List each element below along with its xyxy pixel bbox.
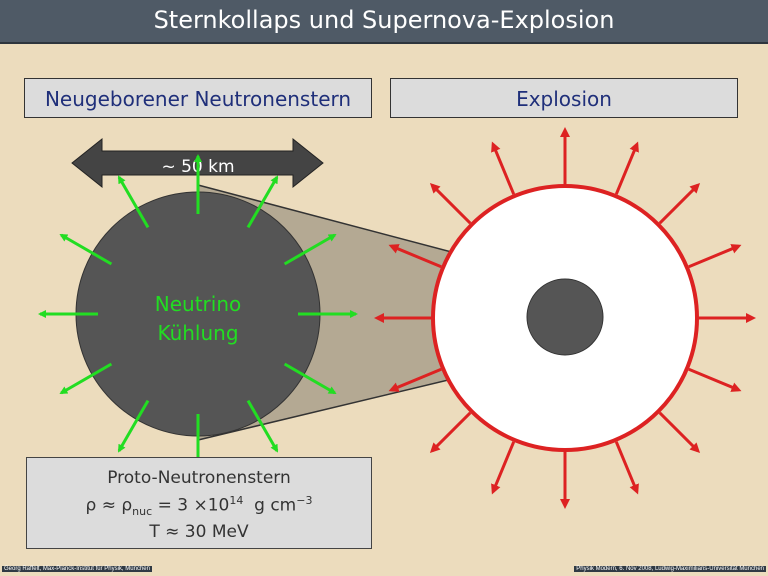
explosion-label: Explosion [390, 78, 738, 118]
footer-left: Georg Raffelt, Max-Planck-Institut für P… [2, 566, 152, 572]
density-line: ρ ≈ ρnuc = 3 ×1014 g cm−3 [27, 494, 371, 518]
info-box: Proto-Neutronenstern ρ ≈ ρnuc = 3 ×1014 … [26, 457, 372, 549]
newborn-neutron-star-label: Neugeborener Neutronenstern [24, 78, 372, 118]
title-bar [0, 0, 768, 44]
explosion-arrow-1 [614, 141, 639, 195]
neutrino-arrow-4 [283, 362, 337, 395]
info-title: Proto-Neutronenstern [107, 468, 291, 488]
neutrino-arrow-5 [246, 399, 279, 453]
temperature-line: T ≈ 30 MeV [149, 522, 249, 542]
explosion-arrow-11 [388, 367, 442, 392]
neutrino-arrow-2 [283, 233, 337, 266]
density-exp: 14 [229, 494, 244, 507]
explosion-arrow-7 [614, 441, 639, 495]
explosion-arrow-13 [388, 244, 442, 269]
density-sub: nuc [132, 505, 153, 519]
explosion-arrows [374, 127, 756, 509]
explosion-arrow-15 [491, 141, 516, 195]
neutrino-arrows [38, 154, 358, 474]
density-prefix: ρ ≈ ρ [85, 495, 133, 516]
explosion-arrow-10 [429, 411, 472, 454]
neutrino-arrow-10 [59, 233, 113, 266]
neutrino-arrow-11 [117, 175, 150, 229]
neutrino-label: Neutrino [155, 292, 241, 316]
explosion-arrow-6 [658, 411, 701, 454]
neutrino-arrow-8 [59, 362, 113, 395]
page-title: Sternkollaps und Supernova-Explosion [153, 6, 615, 34]
density-unit: g cm [243, 495, 297, 516]
neutrino-arrow-7 [117, 399, 150, 453]
cooling-label: Kühlung [157, 321, 238, 345]
explosion-arrow-3 [688, 244, 742, 269]
neutrino-arrow-1 [246, 175, 279, 229]
footer-right: Physik Modern, 6. Nov 2008, Ludwig-Maxim… [574, 566, 766, 572]
explosion-arrow-14 [429, 182, 472, 225]
explosion-arrow-5 [688, 367, 742, 392]
explosion-arrow-2 [658, 182, 701, 225]
density-value: = 3 ×10 [152, 495, 230, 516]
explosion-arrow-9 [491, 441, 516, 495]
density-unit-exp: −3 [296, 494, 313, 507]
neutron-star-core [526, 278, 604, 356]
